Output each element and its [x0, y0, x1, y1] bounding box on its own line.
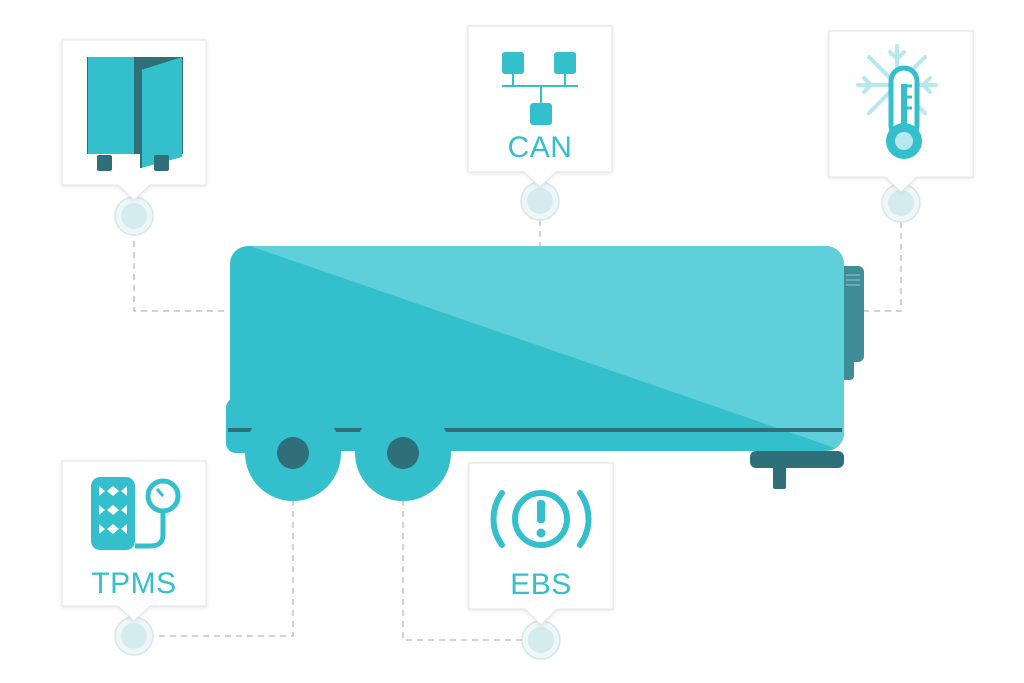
trailer	[226, 246, 864, 501]
marker-ebs	[521, 620, 561, 660]
marker-temperature	[881, 183, 921, 223]
trailer-doors-icon	[87, 57, 183, 171]
brake-warning-icon	[490, 490, 592, 548]
wheel-rear	[245, 405, 341, 501]
connector-ebs	[402, 500, 525, 641]
tpms-label: TPMS	[91, 567, 176, 600]
marker-can	[520, 181, 560, 221]
trailer-body	[230, 246, 844, 451]
ebs-label: EBS	[510, 568, 572, 601]
wheel-front	[355, 405, 451, 501]
trailer-stripe	[228, 428, 842, 432]
connector-doors	[133, 230, 228, 312]
landing-gear	[750, 451, 844, 468]
connector-tpms	[150, 500, 294, 637]
can-label: CAN	[508, 131, 573, 164]
tire-pressure-icon	[91, 477, 181, 550]
markers	[114, 181, 921, 660]
can-network-icon	[502, 52, 578, 125]
marker-doors	[114, 196, 154, 236]
marker-tpms	[114, 616, 154, 656]
connector-lines	[133, 220, 902, 641]
connector-temperature	[860, 222, 902, 312]
snowflake-thermometer-icon	[856, 44, 938, 159]
